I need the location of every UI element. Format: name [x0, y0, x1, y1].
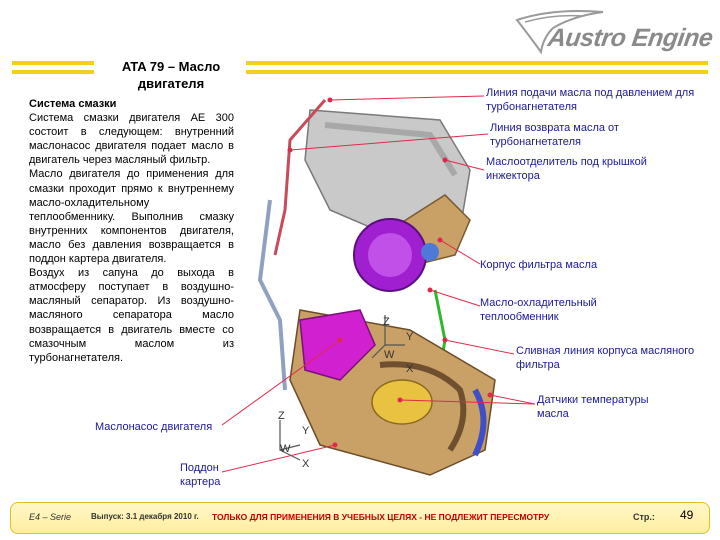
- axis-label-y-lower: Y: [302, 425, 310, 437]
- engine-illustration: [257, 99, 496, 476]
- axis-label-z-upper: Z: [383, 316, 390, 328]
- body-subhead: Система смазки: [29, 98, 117, 110]
- temp-sensor-area: [371, 379, 433, 425]
- callout-temp-sensors: Датчики температуры масла: [537, 394, 649, 420]
- body-paragraph-2: Масло двигателя до применения для смазки…: [29, 168, 234, 266]
- footer-bar: E4 – Serie Выпуск: 3.1 декабря 2010 г. Т…: [10, 502, 710, 534]
- body-text: Система смазки Система смазки двигателя …: [29, 97, 234, 365]
- header-stripe-right-bottom: [246, 70, 708, 74]
- return-pipe: [257, 199, 287, 391]
- header-stripe-left-bottom: [12, 70, 94, 74]
- page-number: 49: [680, 508, 694, 522]
- callout-sump: Поддон картера: [180, 462, 221, 488]
- axis-label-w-upper: W: [384, 349, 395, 361]
- callout-drain-line: Сливная линия корпуса масляного фильтра: [516, 345, 695, 371]
- footer-issue: Выпуск: 3.1 декабря 2010 г.: [91, 512, 199, 521]
- callout-filter-housing: Корпус фильтра масла: [480, 259, 598, 271]
- footer-page-label: Стр.:: [633, 512, 655, 522]
- page-title: ATA 79 – Масло двигателя: [96, 58, 246, 92]
- axis-label-y-upper: Y: [406, 331, 414, 343]
- footer-serie: E4 – Serie: [29, 512, 72, 522]
- body-paragraph-1: Система смазки двигателя AE 300 состоит …: [29, 112, 234, 167]
- header-stripe-left-top: [12, 61, 94, 65]
- axis-label-z-lower: Z: [278, 410, 285, 422]
- callout-return-line: Линия возврата масла от турбонагнетателя: [490, 122, 619, 148]
- oil-pump-shape: [299, 309, 376, 381]
- logo-emblem: [515, 10, 604, 55]
- axis-label-x-upper: X: [406, 363, 414, 375]
- callout-heat-exchanger: Масло-охладительный теплообменник: [480, 297, 597, 323]
- callout-pressure-line: Линия подачи масла под давлением для тур…: [486, 87, 695, 113]
- pressure-pipe: [273, 99, 327, 256]
- axis-label-w-lower: W: [280, 443, 291, 455]
- callout-separator: Маслоотделитель под крышкой инжектора: [486, 156, 647, 182]
- axis-label-x-lower: X: [302, 458, 310, 470]
- footer-warning: ТОЛЬКО ДЛЯ ПРИМЕНЕНИЯ В УЧЕБНЫХ ЦЕЛЯХ - …: [212, 512, 550, 522]
- header-stripe-right-top: [246, 61, 708, 65]
- body-paragraph-3: Воздух из сапуна до выхода в атмосферу п…: [29, 267, 234, 364]
- page-title-line1: ATA 79 – Масло: [121, 59, 221, 74]
- callout-oil-pump: Маслонасос двигателя: [95, 421, 213, 433]
- page-title-line2: двигателя: [137, 76, 205, 91]
